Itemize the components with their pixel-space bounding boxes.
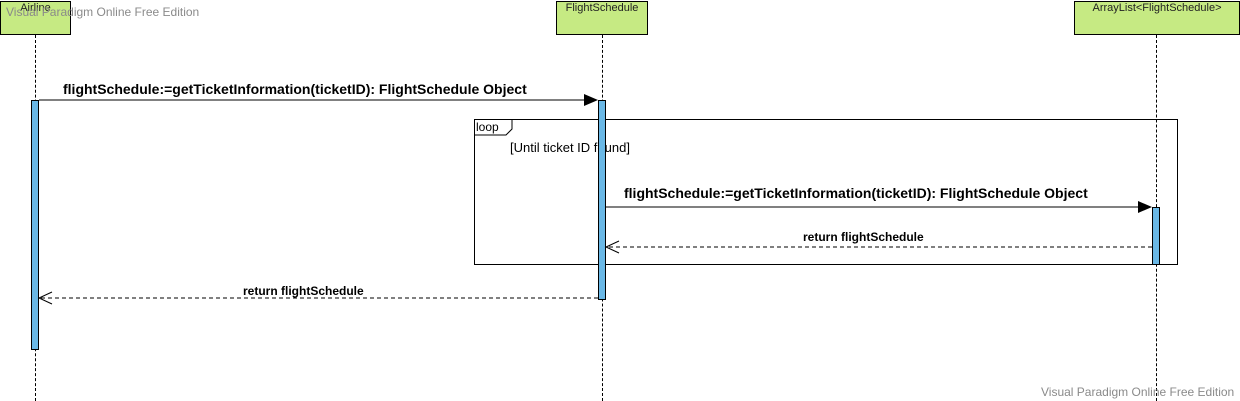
lifeline-label-arraylist: ArrayList<FlightSchedule> [1092, 2, 1222, 14]
message-label-4: return flightSchedule [243, 284, 364, 298]
loop-tag: loop [476, 120, 499, 134]
lifeline-label-airline: Airline [20, 2, 51, 14]
activation-airline [31, 100, 39, 350]
watermark-top-left: Visual Paradigm Online Free Edition [6, 5, 200, 19]
message-label-2: flightSchedule:=getTicketInformation(tic… [624, 185, 1088, 201]
activation-arraylist [1152, 207, 1160, 265]
message-label-3: return flightSchedule [803, 230, 924, 244]
lifeline-head-flightschedule: FlightSchedule [556, 1, 648, 35]
message-arrowhead-2 [1138, 201, 1152, 213]
activation-flightschedule [598, 100, 606, 300]
loop-frame [474, 119, 1178, 265]
lifeline-head-arraylist: ArrayList<FlightSchedule> [1074, 1, 1240, 35]
watermark-bottom-right: Visual Paradigm Online Free Edition [1041, 385, 1235, 399]
message-arrowhead-4 [37, 291, 53, 305]
lifeline-label-flightschedule: FlightSchedule [565, 2, 639, 14]
message-label-1: flightSchedule:=getTicketInformation(tic… [63, 81, 527, 97]
loop-tag-box [474, 119, 513, 136]
message-arrowhead-3 [604, 240, 620, 254]
lifeline-head-airline: Airline [0, 1, 71, 35]
message-arrowhead-1 [584, 94, 598, 106]
